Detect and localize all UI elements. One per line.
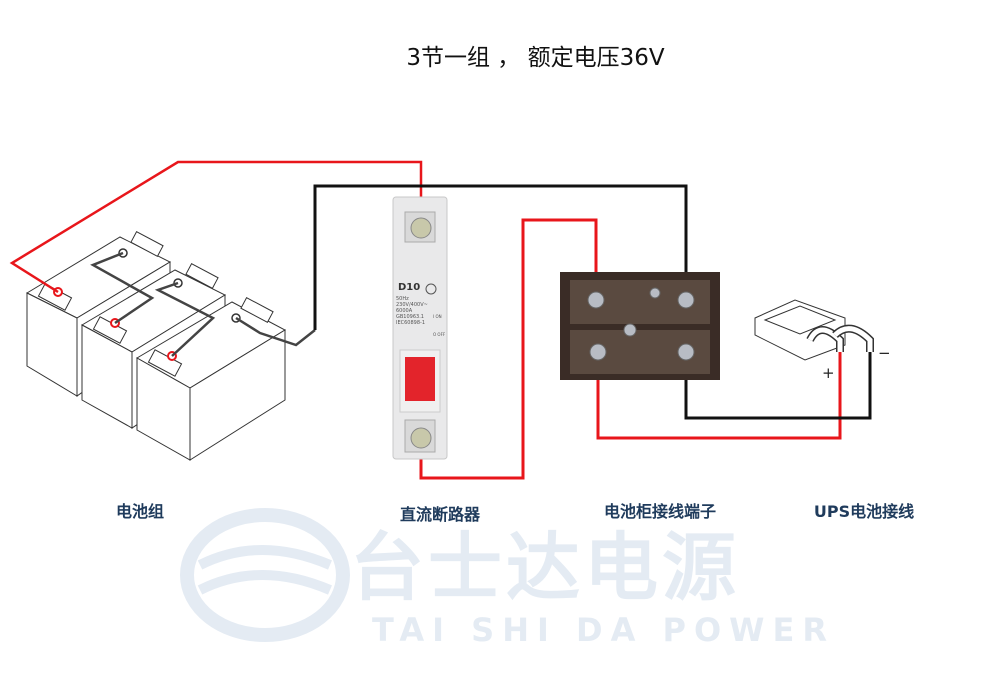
black-wire-terminal-to-ups (684, 352, 872, 420)
label-battery-group: 电池组 (115, 502, 165, 521)
breaker-off-label: O OFF (433, 332, 446, 337)
watermark-cn: 台士达电源 (350, 525, 740, 611)
ups-plug (754, 299, 874, 361)
breaker-spec: IEC60898-1 (396, 320, 426, 326)
red-wire-terminal-to-ups (596, 352, 842, 440)
battery-3 (136, 296, 287, 461)
breaker-spec: GB10963.1 (396, 314, 424, 320)
breaker-spec: 50Hz (396, 296, 409, 302)
plug-negative-sign: − (878, 344, 891, 362)
breaker-specs: 50Hz 230V/400V~ 6000A GB10963.1 IEC60898… (396, 296, 428, 326)
red-wire-breaker-to-terminal (419, 218, 598, 480)
red-wire-battery-to-breaker (9, 160, 423, 294)
dc-breaker (392, 196, 448, 460)
black-wire-battery-to-terminal (313, 184, 688, 330)
breaker-on-label: I ON (433, 314, 442, 319)
watermark-en: TAI SHI DA POWER (372, 611, 835, 649)
breaker-model: D10 (398, 282, 421, 293)
diagram-title: 3节一组 ， 额定电压36V (406, 45, 665, 71)
terminal-block (560, 272, 720, 380)
battery-group (25, 230, 316, 461)
breaker-spec: 6000A (396, 308, 413, 314)
label-dc-breaker: 直流断路器 (399, 505, 481, 524)
inter-battery-links (90, 251, 316, 357)
label-ups-cable: UPS电池接线 (813, 502, 915, 521)
wires (9, 160, 872, 480)
label-terminal-block: 电池柜接线端子 (603, 502, 717, 521)
breaker-spec: 230V/400V~ (396, 302, 428, 308)
plug-positive-sign: + (822, 364, 835, 382)
